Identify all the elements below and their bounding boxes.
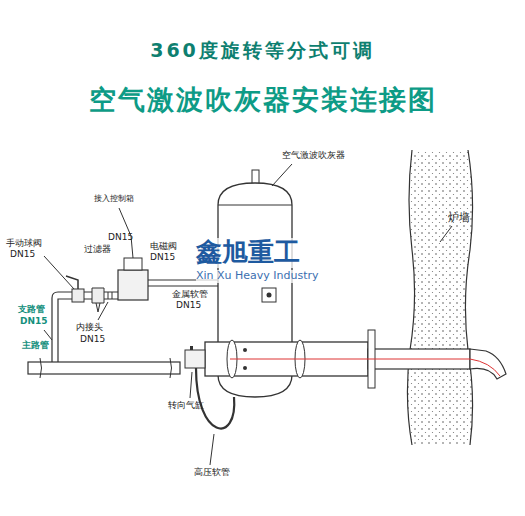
wall-edge — [465, 150, 472, 445]
callout-label: 电磁阀 — [150, 241, 177, 251]
leader-line — [190, 372, 192, 398]
leader-line — [44, 256, 74, 289]
high-pressure-hose — [196, 368, 234, 428]
watermark: 鑫旭重工 — [196, 238, 300, 268]
cylinder-port — [190, 346, 193, 350]
callout-label: DN15 — [108, 232, 133, 242]
callout-label: 转向气缸 — [168, 400, 204, 410]
solenoid-valve — [118, 270, 148, 300]
nozzle-elbow — [470, 349, 506, 379]
branch-pipe — [52, 292, 72, 362]
callout-label: 过滤器 — [84, 244, 111, 254]
inner-joint — [104, 292, 118, 299]
leader-line — [272, 164, 292, 186]
pipe — [84, 292, 92, 299]
callout-label: 高压软管 — [194, 467, 230, 477]
leader-line — [44, 330, 52, 340]
bolt — [243, 366, 247, 370]
callout-label: 内接头 — [76, 322, 103, 332]
leader-line — [98, 302, 108, 320]
callout-label: DN15 — [10, 249, 35, 259]
callout-label: 金属软管 — [172, 289, 208, 299]
callout-label: 炉墙 — [448, 212, 470, 225]
wall-fill — [407, 150, 472, 445]
leader-line — [440, 226, 452, 242]
callout-label: DN15 — [80, 334, 105, 344]
callout-label: 空气激波吹灰器 — [282, 150, 345, 160]
callout-label: 手动球阀 — [6, 238, 42, 248]
center-line — [230, 359, 500, 376]
rotating-cylinder — [185, 350, 205, 368]
inner-joint-nut — [108, 292, 112, 299]
watermark: Xin Xu Heavy Industry — [196, 270, 319, 283]
callout-label: 支路管 — [18, 304, 45, 314]
tank-top-stub — [252, 170, 259, 184]
leader-line — [210, 434, 214, 465]
callout-label: DN15 — [150, 252, 175, 262]
subtitle: 360度旋转等分式可调 — [150, 40, 375, 62]
fitting-dot — [267, 293, 272, 298]
callout-label: DN15 — [176, 300, 201, 310]
tank-fitting — [262, 288, 276, 302]
break-mark — [40, 358, 172, 378]
callout-label: 主路管 — [22, 340, 49, 350]
bolt — [243, 348, 247, 352]
callout-label: 接入控制箱 — [94, 194, 134, 203]
main-pipe — [28, 362, 180, 374]
ball-valve — [72, 289, 84, 302]
wall-edge — [407, 150, 414, 445]
solenoid-coil — [124, 258, 142, 270]
filter — [92, 288, 104, 312]
callout-label: DN15 — [20, 316, 48, 326]
diagram-title: 空气激波吹灰器安装连接图 — [0, 82, 525, 118]
